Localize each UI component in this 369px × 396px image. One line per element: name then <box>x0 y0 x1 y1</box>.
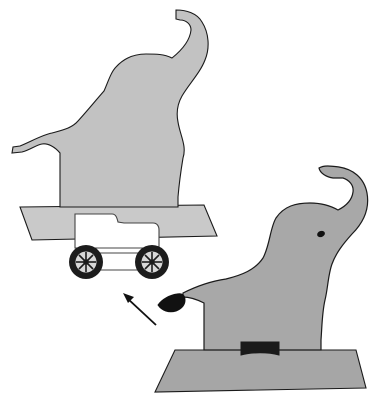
elephant-toy-icon <box>183 166 368 350</box>
wheel-left-icon <box>69 245 103 279</box>
elephant-cutout-panel <box>12 10 217 240</box>
arrow-icon <box>123 293 156 325</box>
tail-tuft-icon <box>158 294 185 312</box>
toy-car-chassis <box>69 214 169 279</box>
wheel-right-icon <box>135 245 169 279</box>
elephant-toy-base <box>155 350 366 392</box>
elephant-toy <box>155 166 368 392</box>
slot-icon <box>241 342 279 355</box>
elephant-cutout-icon <box>12 10 208 207</box>
